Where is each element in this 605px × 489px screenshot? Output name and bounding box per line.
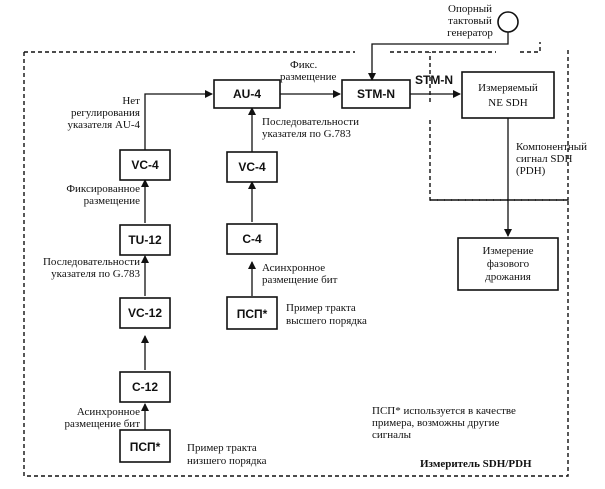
label-component-line1: Компонентный (516, 141, 587, 153)
block-vc4-left-label: VC-4 (131, 158, 159, 172)
block-vc4-mid: VC-4 (226, 151, 278, 183)
block-jitter-line1: Измерение (482, 245, 533, 257)
block-tu12: TU-12 (119, 224, 171, 256)
label-fixed-left-line2: размещение (84, 195, 141, 207)
label-fixed-left: Фиксированное размещение (66, 183, 140, 207)
block-au4: AU-4 (213, 79, 281, 109)
note-psp-line1: ПСП* используется в качестве (372, 405, 516, 417)
arrow-clock-to-stmn (368, 32, 509, 81)
label-ptr-g783-mid-line2: указателя по G.783 (262, 128, 351, 140)
label-no-reg-line1: Нет (122, 95, 140, 107)
label-ptr-g783-left-line1: Последовательности (43, 256, 140, 268)
block-jitter-measurement: Измерение фазового дрожания (457, 237, 559, 291)
block-jitter-line2: фазового (487, 258, 530, 270)
label-psp-high-desc: Пример тракта высшего порядка (286, 302, 367, 327)
label-reference-clock: Опорный тактовый генератор (447, 3, 493, 39)
label-component-signal: Компонентный сигнал SDH (PDH) (516, 141, 587, 177)
block-psp-low: ПСП* (119, 429, 171, 463)
label-no-reg-line3: указателя AU-4 (67, 119, 140, 131)
block-stmn: STM-N (341, 79, 411, 109)
label-async-high: Асинхронное размещение бит (262, 262, 338, 286)
label-ref-clock-line1: Опорный (448, 3, 492, 15)
label-async-low-line1: Асинхронное (77, 406, 140, 418)
note-psp-line2: примера, возможны другие (372, 417, 499, 429)
block-psp-low-label: ПСП* (130, 440, 161, 454)
block-psp-high-label: ПСП* (237, 307, 268, 321)
label-fixed-top-line1: Фикс. (290, 59, 318, 71)
label-async-high-line1: Асинхронное (262, 262, 325, 274)
block-psp-high: ПСП* (226, 296, 278, 330)
label-no-reg-line2: регулирования (71, 107, 140, 119)
block-c4-label: C-4 (242, 232, 262, 246)
block-vc12: VC-12 (119, 297, 171, 329)
block-c4: C-4 (226, 223, 278, 255)
label-fixed-top-line2: размещение (280, 71, 337, 83)
block-vc4-mid-label: VC-4 (238, 160, 266, 174)
label-async-low: Асинхронное размещение бит (65, 406, 141, 430)
label-ref-clock-line2: тактовый (448, 15, 492, 27)
analyzer-title: Измеритель SDH/PDH (420, 458, 532, 470)
label-component-line3: (PDH) (516, 165, 546, 177)
block-vc4-left: VC-4 (119, 149, 171, 181)
label-psp-low-line1: Пример тракта (187, 442, 257, 454)
label-ptr-g783-left-line2: указателя по G.783 (51, 268, 140, 280)
block-c12: C-12 (119, 371, 171, 403)
label-async-high-line2: размещение бит (262, 274, 338, 286)
block-c12-label: C-12 (132, 380, 158, 394)
label-ptr-g783-mid: Последовательности указателя по G.783 (262, 116, 359, 140)
block-vc12-label: VC-12 (128, 306, 162, 320)
label-component-line2: сигнал SDH (516, 153, 572, 165)
reference-clock-icon (497, 11, 519, 33)
label-psp-low-line2: низшего порядка (187, 455, 267, 467)
label-fixed-left-line1: Фиксированное (66, 183, 140, 195)
label-ref-clock-line3: генератор (447, 27, 493, 39)
label-async-low-line2: размещение бит (65, 418, 141, 430)
block-ne-sdh: Измеряемый NE SDH (461, 71, 555, 119)
analyzer-boundary (23, 42, 569, 477)
block-au4-label: AU-4 (233, 87, 261, 101)
label-psp-high-line2: высшего порядка (286, 315, 367, 327)
block-ne-line1: Измеряемый (478, 82, 538, 94)
note-psp: ПСП* используется в качестве примера, во… (372, 405, 516, 441)
label-psp-high-line1: Пример тракта (286, 302, 356, 314)
note-psp-line3: сигналы (372, 429, 412, 441)
block-stmn-label: STM-N (357, 87, 395, 101)
label-psp-low-desc: Пример тракта низшего порядка (187, 442, 267, 467)
label-stmn-arrow: STM-N (415, 73, 453, 87)
block-jitter-line3: дрожания (485, 271, 531, 283)
block-ne-line2: NE SDH (488, 97, 527, 109)
label-fixed-top: Фикс. размещение (280, 59, 337, 83)
block-tu12-label: TU-12 (128, 233, 162, 247)
label-ptr-g783-mid-line1: Последовательности (262, 116, 359, 128)
label-no-regulation: Нет регулирования указателя AU-4 (67, 95, 140, 131)
label-ptr-g783-left: Последовательности указателя по G.783 (43, 256, 141, 280)
arrow-vc4-left-to-au4 (144, 90, 213, 150)
